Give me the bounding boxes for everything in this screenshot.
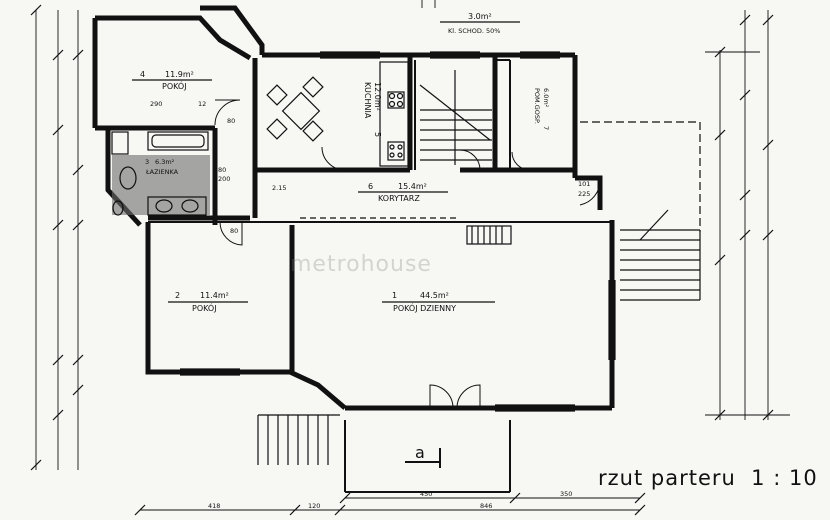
doors — [214, 99, 601, 409]
room-area: 11.4m² — [200, 291, 229, 300]
section-mark-label: a — [415, 443, 425, 462]
room-labels: 4 11.9m² POKÓJ 3 6.3m² ŁAZIENKA KUCHNIA … — [132, 12, 550, 313]
room-area: 11.9m² — [165, 70, 194, 79]
misc-dims: 290 12 80 200 101 225 2.15 80 80 — [150, 100, 590, 235]
room-kuchnia: KUCHNIA 12.0m² 5 — [363, 82, 382, 137]
dim-bottom-3: 846 — [480, 502, 492, 510]
room-name: POKÓJ — [162, 80, 187, 91]
watermark: metrohouse — [290, 252, 432, 277]
section-mark-bottom: a — [405, 443, 441, 468]
room-lazienka: 3 6.3m² ŁAZIENKA — [145, 158, 179, 176]
left-dimension-lines — [30, 4, 84, 471]
room-name: POM.GOSP. — [533, 88, 541, 124]
room-name: KORYTARZ — [378, 194, 420, 203]
room-name: POKÓJ DZIENNY — [393, 302, 456, 313]
dim-225: 225 — [578, 190, 590, 198]
room-number: 1 — [392, 291, 397, 300]
dim-bottom-1: 418 — [208, 502, 220, 510]
room-number: 7 — [542, 126, 550, 130]
dim-80b: 80 — [230, 227, 238, 235]
room-name: ŁAZIENKA — [145, 168, 179, 176]
room-number: 6 — [368, 182, 373, 191]
section-mark-top — [421, 0, 436, 8]
room-pokoj-dzienny: 1 44.5m² POKÓJ DZIENNY — [382, 291, 495, 313]
room-area: 44.5m² — [420, 291, 449, 300]
dim-215: 2.15 — [272, 184, 286, 192]
stair-area: 3.0m² — [468, 12, 492, 21]
bottom-dimension-lines: 418 120 846 450 350 — [134, 490, 646, 516]
room-area: 6.3m² — [155, 158, 175, 166]
dim-290: 290 — [150, 100, 162, 108]
room-pokoj-4: 4 11.9m² POKÓJ — [132, 70, 212, 91]
dim-80c: 80 — [227, 117, 235, 125]
dim-80: 80 — [218, 166, 226, 174]
bathroom-fixtures — [111, 131, 210, 216]
room-area: 12.0m² — [373, 82, 382, 111]
room-name: POKÓJ — [192, 302, 217, 313]
plan-title: rzut parteru 1 : 10 — [598, 466, 818, 490]
room-number: 4 — [140, 70, 145, 79]
stair-label: 3.0m² Kl. SCHOD. 50% — [440, 12, 520, 35]
room-number: 2 — [175, 291, 180, 300]
room-pom-gosp: POM.GOSP. 6.0m² 7 — [533, 88, 550, 130]
room-area: 6.0m² — [542, 88, 550, 108]
dim-bottom-5: 350 — [560, 490, 572, 498]
dim-bottom-4: 450 — [420, 490, 432, 498]
room-name: KUCHNIA — [363, 82, 372, 119]
dim-bottom-2: 120 — [308, 502, 320, 510]
dim-12: 12 — [198, 100, 206, 108]
room-area: 15.4m² — [398, 182, 427, 191]
room-number: 5 — [373, 132, 382, 137]
dim-200: 200 — [218, 175, 230, 183]
stair-note: Kl. SCHOD. 50% — [448, 27, 500, 35]
right-dimension-lines — [705, 10, 790, 421]
room-number: 3 — [145, 158, 149, 166]
room-korytarz: 6 15.4m² KORYTARZ — [358, 182, 448, 203]
dim-101: 101 — [578, 180, 590, 188]
kitchen-fixtures — [266, 61, 409, 167]
staircase — [257, 70, 701, 493]
outer-walls — [92, 5, 615, 411]
room-pokoj-2: 2 11.4m² POKÓJ — [168, 291, 248, 313]
scale-text: 1 : 10 — [751, 466, 818, 490]
title-text: rzut parteru — [598, 466, 736, 490]
